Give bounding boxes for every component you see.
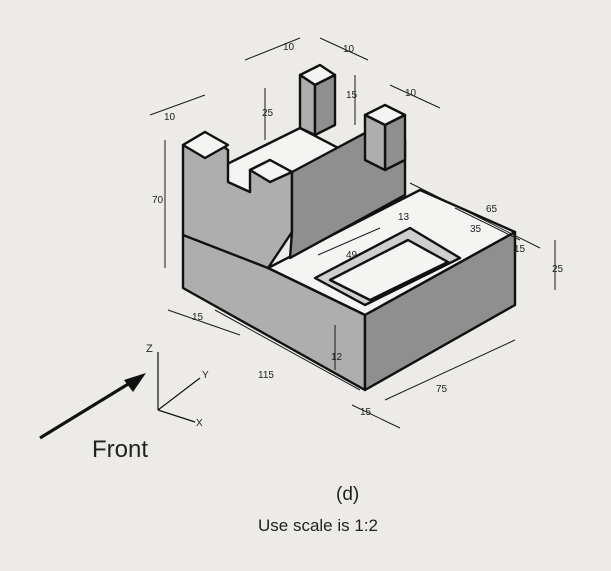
dim-slot-15: 15 (346, 90, 358, 101)
dim-thick-13: 13 (398, 212, 410, 223)
pocket-floor (328, 238, 450, 302)
dim-base-15-left: 15 (192, 312, 204, 323)
front-merlon-left-top (181, 130, 230, 160)
axis-x-label: X (196, 418, 203, 429)
front-arrow-icon (39, 373, 146, 440)
back-merlon-left-side (313, 73, 337, 137)
upright-block (181, 63, 407, 270)
scale-note: Use scale is 1:2 (258, 516, 378, 535)
dim-bottom-15: 15 (360, 407, 372, 418)
dim-base-12: 12 (331, 352, 343, 363)
dim-pocket-49: 49 (346, 250, 358, 261)
base-side-face (363, 230, 517, 392)
dim-left-10: 10 (164, 112, 176, 123)
front-label: Front (92, 436, 148, 463)
back-merlon-right-front (363, 113, 387, 172)
dim-width-75: 75 (436, 384, 448, 395)
back-merlon-right-side (383, 113, 407, 172)
part-label: (d) (336, 484, 359, 505)
dimension-lines (149, 37, 556, 429)
base-block (181, 188, 517, 392)
dim-len-65: 65 (486, 204, 498, 215)
back-merlon-left-front (298, 73, 317, 137)
dim-height-70: 70 (152, 195, 164, 206)
coordinate-axes: Z Y X (146, 343, 209, 429)
dim-len-35: 35 (470, 224, 482, 235)
dim-height-25-right: 25 (552, 264, 564, 275)
dim-top-left-10: 10 (283, 42, 295, 53)
dim-depth-25: 25 (262, 108, 274, 119)
dim-top-mid-10: 10 (343, 44, 355, 55)
axis-z-label: Z (146, 343, 153, 355)
dim-length-115: 115 (258, 370, 274, 381)
axis-y-label: Y (202, 370, 209, 381)
dim-right-10: 10 (405, 88, 417, 99)
dim-wall-15-right: 15 (514, 244, 526, 255)
front-merlon-right-top (248, 158, 294, 184)
